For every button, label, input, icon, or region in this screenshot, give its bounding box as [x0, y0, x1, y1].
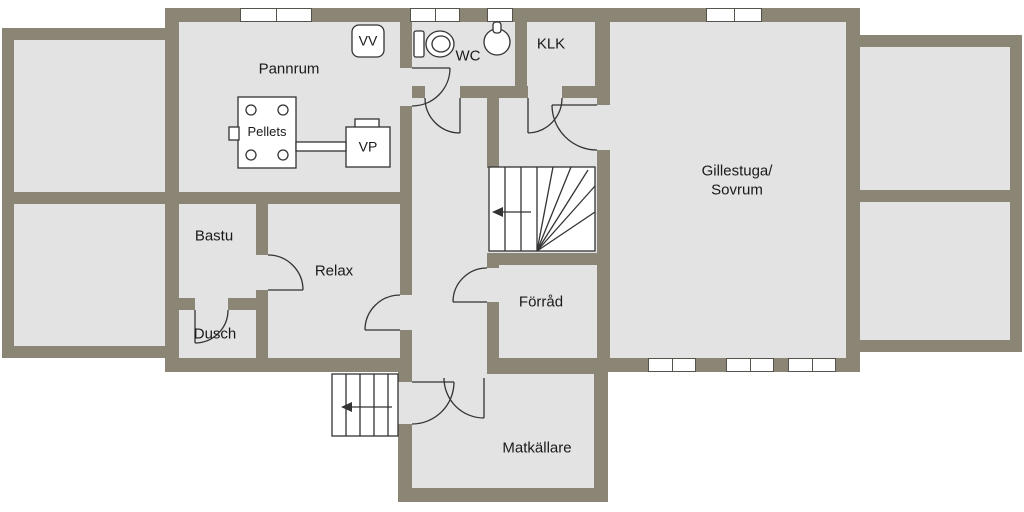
room-forrad: [499, 265, 597, 358]
window-gillestuga-bottom-2: [726, 358, 774, 372]
window-pannrum: [240, 8, 312, 22]
room-matkallare: [412, 374, 594, 488]
room-label-gillestuga-line1: Gillestuga/: [701, 162, 773, 180]
room-left-wing-lower: [14, 204, 165, 346]
window-mullion: [812, 359, 813, 371]
door-opening-dusch: [195, 298, 228, 310]
room-label-gillestuga-line2: Sovrum: [711, 181, 763, 198]
room-label-dusch: Dusch: [193, 325, 237, 343]
window-gillestuga-top: [706, 8, 762, 22]
room-label-wc: WC: [455, 47, 481, 65]
window-wc: [410, 8, 460, 22]
room-label-pellets: Pellets: [247, 123, 287, 139]
hallway-corridor: [412, 98, 487, 374]
window-mullion: [734, 9, 735, 21]
room-label-forrad: Förråd: [518, 293, 564, 311]
room-gillestuga: [610, 22, 846, 358]
window-mullion: [435, 9, 436, 21]
stair-landing: [487, 98, 597, 165]
window-gillestuga-bottom-1: [648, 358, 696, 372]
window-hall-top: [487, 8, 513, 22]
door-opening-pannrum: [400, 68, 412, 106]
room-right-wing-lower: [860, 202, 1010, 340]
staircase-exterior: [331, 373, 399, 437]
room-klk: [527, 22, 595, 86]
door-opening-exterior: [398, 382, 412, 424]
room-label-bastu: Bastu: [194, 227, 234, 245]
stairwell: [487, 165, 597, 253]
window-gillestuga-bottom-3: [788, 358, 836, 372]
stair-direction-arrow: [341, 402, 392, 412]
room-bastu: [179, 204, 256, 298]
door-opening-forrad: [487, 268, 499, 302]
window-mullion: [672, 359, 673, 371]
door-opening-relax: [400, 295, 412, 330]
door-opening-bastu: [256, 255, 268, 290]
window-mullion: [750, 359, 751, 371]
room-label-pannrum: Pannrum: [258, 60, 320, 78]
door-opening-gillestuga: [597, 105, 610, 150]
window-mullion: [276, 9, 277, 21]
room-label-relax: Relax: [314, 262, 354, 280]
room-label-vp: VP: [358, 138, 378, 155]
wall-corridor-east-stub: [487, 98, 499, 168]
door-opening-klk: [528, 86, 562, 98]
room-right-wing-upper: [860, 47, 1010, 190]
room-label-vv: VV: [358, 32, 378, 49]
room-left-wing-upper: [14, 40, 165, 192]
room-label-klk: KLK: [536, 35, 566, 53]
room-label-matkallare: Matkällare: [502, 439, 572, 457]
room-label-gillestuga: Gillestuga/ Sovrum: [702, 162, 773, 200]
door-opening-wc: [425, 86, 460, 98]
